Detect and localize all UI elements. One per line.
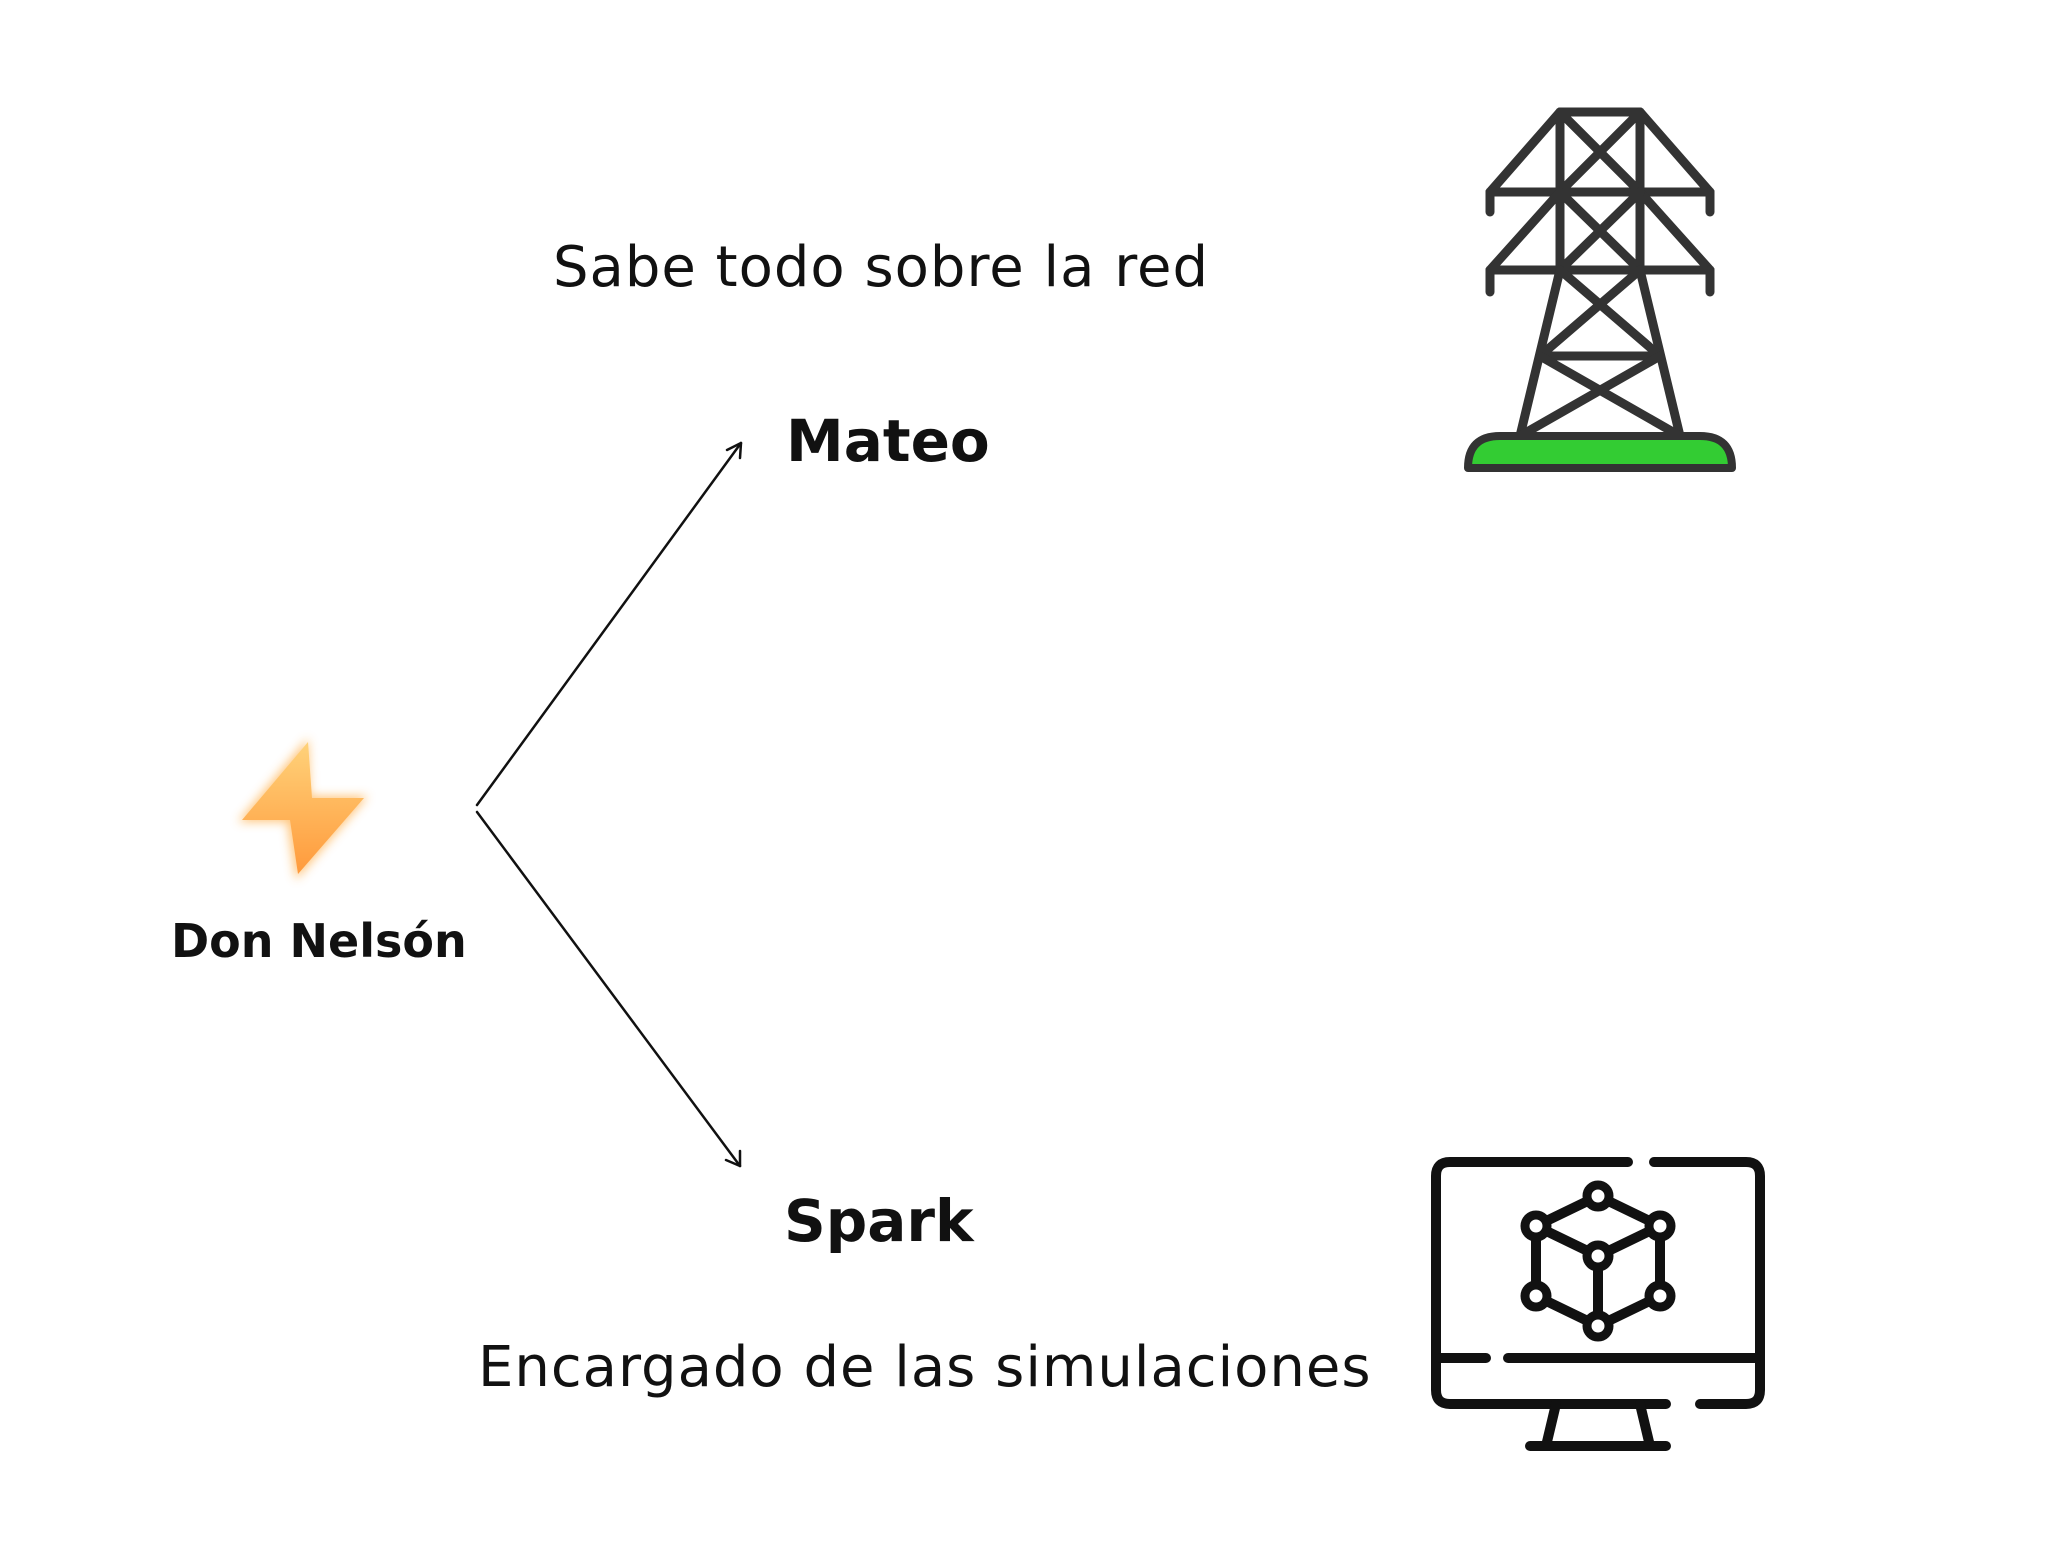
top-node-name: Mateo — [786, 407, 990, 475]
arrow-to-spark — [475, 810, 742, 1168]
bottom-node-description: Encargado de las simulaciones — [478, 1335, 1372, 1400]
root-node-name: Don Nelsón — [171, 914, 467, 968]
arrow-to-mateo — [475, 441, 743, 807]
bottom-node-name: Spark — [784, 1187, 974, 1255]
arrow-to-spark-head — [724, 1149, 742, 1168]
arrow-to-mateo-head — [725, 441, 743, 460]
top-node-description: Sabe todo sobre la red — [553, 235, 1209, 300]
